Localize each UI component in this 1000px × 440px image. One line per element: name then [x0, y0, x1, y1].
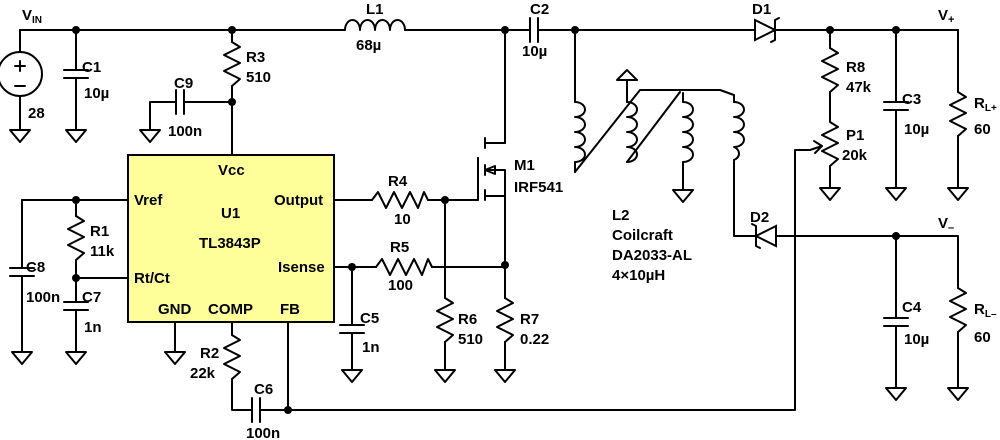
label-c6-value: 100n — [246, 425, 280, 440]
label-c5-value: 1n — [362, 339, 380, 356]
label-l1-value: 68µ — [356, 37, 381, 54]
label-c4-value: 10µ — [904, 331, 929, 348]
ic-u1-rtct-pin: Rt/Ct — [134, 270, 170, 287]
label-r7: R7 — [520, 311, 539, 328]
mosfet-m1-symbol — [477, 137, 506, 201]
ic-u1-isense-pin: Isense — [278, 259, 325, 276]
ic-u1-name: U1 — [221, 205, 240, 222]
label-p1: P1 — [846, 127, 864, 144]
resistor-symbols — [67, 41, 967, 380]
label-c7-value: 1n — [84, 319, 102, 336]
transformer-l2-coils — [574, 101, 745, 163]
label-c8: C8 — [26, 259, 45, 276]
diode-d1-symbol — [749, 17, 791, 43]
label-l2-maker: Coilcraft — [612, 227, 673, 244]
label-m1-value: IRF541 — [514, 179, 563, 196]
label-rl-plus-value: 60 — [974, 121, 991, 138]
label-c3-value: 10µ — [904, 121, 929, 138]
voltage-source-symbol — [0, 51, 43, 97]
label-rl-minus-value: 60 — [974, 329, 991, 346]
label-c1: C1 — [82, 59, 101, 76]
label-c3: C3 — [902, 91, 921, 108]
label-c2-value: 10µ — [522, 43, 547, 60]
ic-u1-vref-pin: Vref — [134, 192, 163, 209]
label-vin: VIN — [22, 7, 42, 26]
label-r5-value: 100 — [388, 277, 413, 294]
label-r6-value: 510 — [458, 331, 483, 348]
label-l2-part: DA2033-AL — [612, 247, 692, 264]
potentiometer-wiper-arrow-icon — [809, 140, 823, 154]
ic-u1-part: TL3843P — [199, 235, 261, 252]
label-rl-minus: RL– — [974, 301, 997, 320]
label-l2: L2 — [612, 207, 630, 224]
label-r3-value: 510 — [246, 69, 271, 86]
label-l2-value: 4×10µH — [612, 267, 665, 284]
ic-u1-body — [127, 154, 335, 323]
label-rl-plus: RL+ — [974, 95, 997, 114]
label-d2: D2 — [750, 209, 769, 226]
label-r8: R8 — [846, 59, 865, 76]
label-c9: C9 — [174, 75, 193, 92]
label-r5: R5 — [390, 239, 409, 256]
ground-symbols — [9, 129, 969, 401]
label-vplus: V+ — [938, 7, 954, 26]
label-vminus: V– — [938, 215, 954, 234]
ic-u1-fb-pin: FB — [280, 301, 300, 318]
junction-dots — [72, 26, 900, 414]
label-r4: R4 — [388, 173, 408, 190]
wires — [19, 29, 959, 411]
label-c2: C2 — [530, 1, 549, 18]
label-d1: D1 — [752, 1, 771, 18]
label-r1-value: 11k — [90, 243, 115, 260]
label-l1: L1 — [366, 1, 384, 18]
label-c9-value: 100n — [168, 123, 202, 140]
label-c6: C6 — [254, 381, 273, 398]
label-r3: R3 — [246, 49, 265, 66]
label-c1-value: 10µ — [84, 85, 109, 102]
ic-u1-gnd-pin: GND — [158, 301, 192, 318]
label-r4-value: 10 — [394, 211, 411, 228]
diode-d2-symbol — [751, 223, 777, 249]
inductor-l1-symbol — [344, 19, 406, 31]
ic-u1-vcc-pin: Vcc — [218, 162, 245, 179]
label-r2-value: 22k — [190, 365, 216, 382]
label-c7: C7 — [82, 289, 101, 306]
label-r6: R6 — [458, 311, 477, 328]
label-m1: M1 — [514, 157, 535, 174]
ic-u1-output-pin: Output — [274, 192, 323, 209]
ic-u1-comp-pin: COMP — [208, 301, 253, 318]
label-r2: R2 — [200, 345, 219, 362]
label-p1-value: 20k — [842, 147, 868, 164]
label-c5: C5 — [360, 310, 379, 327]
reference-arrow-icon — [616, 69, 638, 94]
label-c4: C4 — [902, 299, 922, 316]
label-r7-value: 0.22 — [520, 331, 549, 348]
label-r1: R1 — [90, 223, 109, 240]
capacitor-symbols — [9, 17, 909, 423]
label-c8-value: 100n — [26, 289, 60, 306]
label-source-value: 28 — [28, 105, 45, 122]
label-r8-value: 47k — [846, 79, 872, 96]
